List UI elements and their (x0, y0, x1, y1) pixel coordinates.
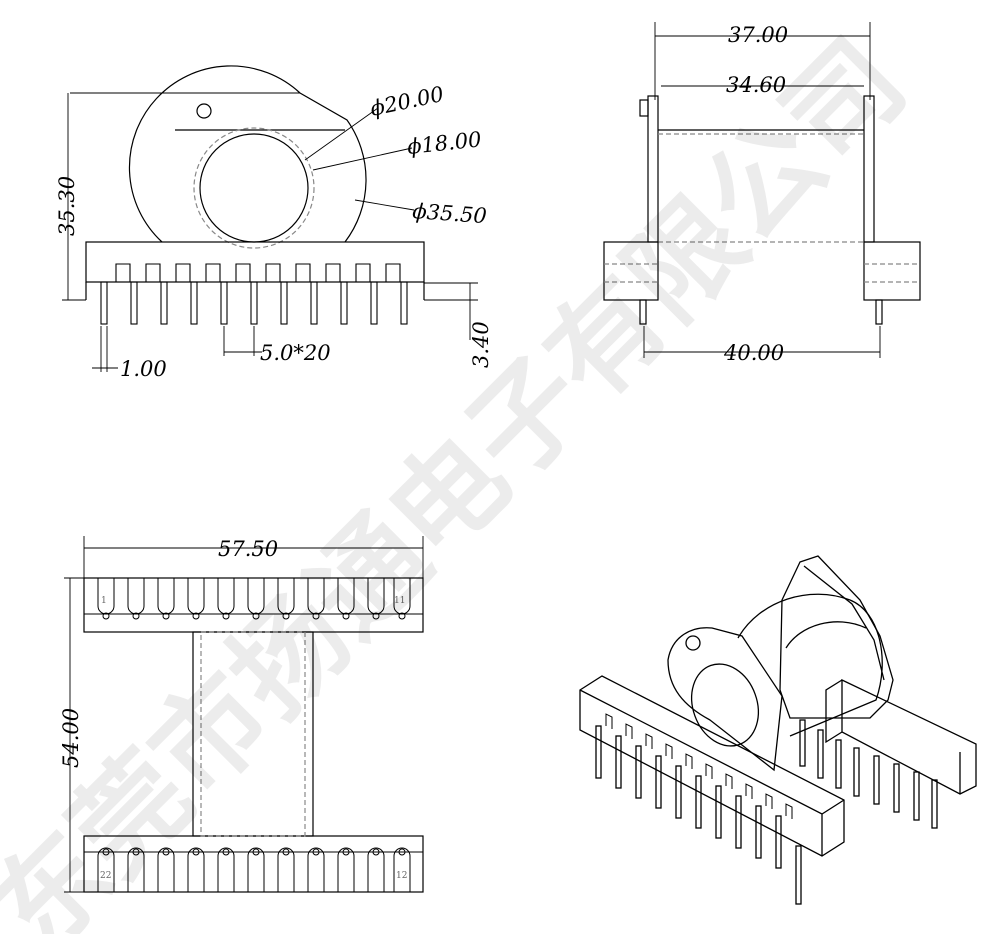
top-view (64, 536, 424, 893)
iso-back-flange (779, 555, 894, 719)
pin-label-22: 22 (100, 871, 111, 881)
label-top-54: 54.00 (59, 708, 83, 768)
iso-front-notches (605, 713, 793, 819)
iso-core (737, 593, 883, 737)
label-pin-pitch: 5.0*20 (260, 341, 331, 365)
label-height: 35.30 (55, 176, 79, 236)
label-side-37: 37.00 (728, 23, 788, 47)
top-upper-slots (84, 578, 423, 620)
front-view (62, 65, 478, 372)
label-d18: ϕ18.00 (406, 127, 483, 159)
isometric-view (579, 555, 977, 905)
label-top-57: 57.50 (218, 537, 278, 561)
side-base-left (603, 241, 659, 301)
label-pin-width: 1.00 (120, 357, 167, 381)
iso-core-opening (691, 663, 759, 747)
iso-front-rail (579, 675, 845, 857)
label-d20: ϕ20.00 (368, 82, 446, 121)
label-d35: ϕ35.50 (412, 199, 488, 228)
pin-label-12: 12 (396, 871, 407, 881)
leader-d35 (354, 199, 415, 211)
iso-pin-hole (685, 635, 701, 651)
front-notches (115, 263, 401, 282)
front-pin-hole (196, 103, 212, 119)
iso-back-rail (841, 678, 977, 795)
front-pins (100, 281, 408, 325)
label-side-34: 34.60 (726, 73, 786, 97)
front-flange-outline (128, 65, 367, 243)
leader-d20 (304, 107, 379, 161)
front-core-dashed (193, 127, 315, 249)
iso-front-pins (595, 725, 802, 905)
leader-d18 (312, 147, 413, 171)
side-base-right (863, 241, 921, 301)
front-core-circle (199, 133, 309, 243)
iso-back-pins (799, 719, 938, 829)
label-side-40: 40.00 (723, 341, 784, 365)
pin-label-1: 1 (101, 596, 107, 606)
pin-label-11: 11 (394, 596, 405, 606)
label-pin-length: 3.40 (469, 321, 493, 368)
top-lower-slots (84, 847, 423, 892)
watermark-text: 东莞市扬通电子有限公司 (0, 16, 930, 934)
front-notch-row (85, 282, 425, 300)
side-view (603, 22, 921, 358)
front-base-block (85, 241, 425, 283)
iso-front-flange (667, 627, 783, 772)
